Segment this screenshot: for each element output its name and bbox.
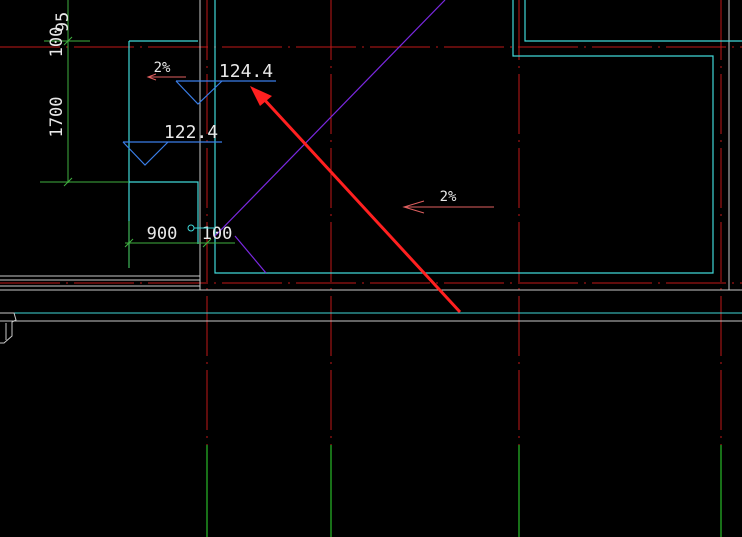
dimension-label-100: 100 [47, 27, 67, 58]
green-extension-lines [206, 445, 722, 537]
slope-label-right: 2% [440, 189, 457, 205]
lower-wall-band [0, 312, 742, 344]
annotation-arrow [250, 86, 462, 314]
room-outline [128, 0, 742, 274]
drain-symbol [187, 224, 195, 232]
axis-lines-vertical [206, 0, 722, 445]
purple-diagonals [214, 0, 446, 274]
elevation-mark-lower: 122.4 [122, 122, 222, 166]
wall-end-detail [0, 312, 17, 344]
dimension-lines [40, 0, 235, 268]
purple-diagonal-main [214, 0, 446, 237]
outer-wall-lines [0, 0, 742, 291]
dimension-label-900: 900 [147, 224, 178, 244]
elevation-label-lower: 122.4 [164, 122, 218, 143]
slope-arrow-right: 2% [402, 189, 494, 214]
slope-label-left: 2% [154, 60, 171, 76]
axis-lines-horizontal [0, 46, 742, 284]
elevation-mark-upper: 124.4 [175, 61, 276, 105]
slope-arrow-left: 2% [146, 60, 186, 81]
dimension-label-1700: 1700 [47, 97, 67, 138]
purple-diagonal-short [234, 235, 267, 274]
elevation-label-upper: 124.4 [219, 61, 273, 82]
dimension-label-95: 95 [53, 12, 73, 32]
dimension-label-100-bottom: 100 [202, 224, 233, 244]
